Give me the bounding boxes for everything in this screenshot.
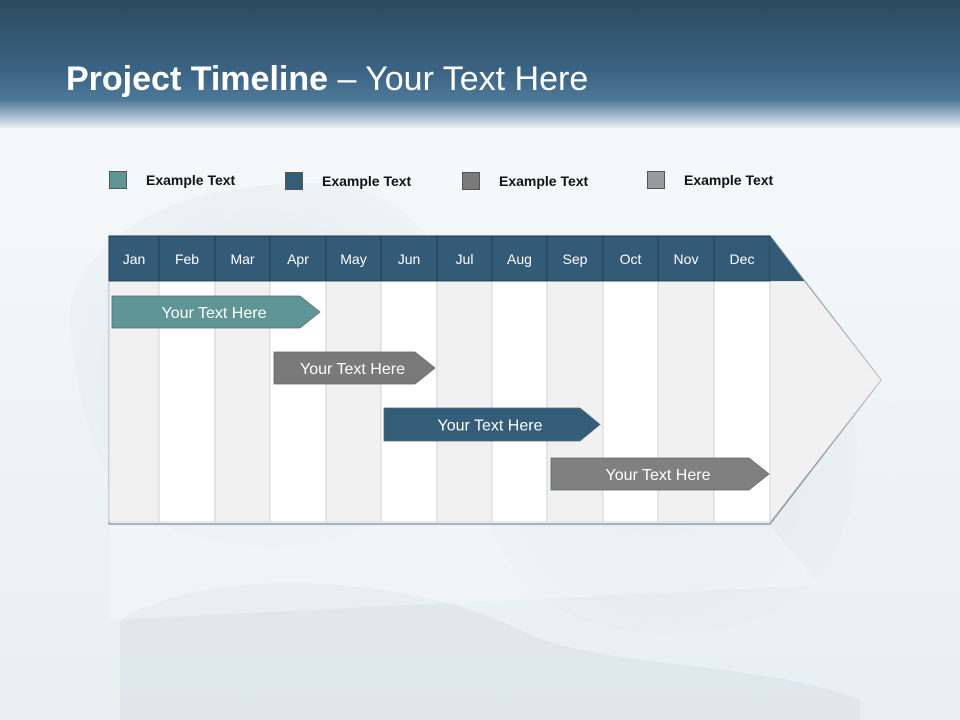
month-label-jan: Jan <box>123 251 146 267</box>
month-header-cell <box>269 235 327 282</box>
month-header-cell <box>158 235 216 282</box>
title-rest: – Your Text Here <box>328 60 589 98</box>
task-label-3: Your Text Here <box>438 418 543 435</box>
month-column-jun <box>380 280 438 523</box>
month-label-sep: Sep <box>563 251 588 267</box>
timeline-reflection <box>109 526 820 620</box>
month-label-jun: Jun <box>398 251 421 267</box>
month-header-cell <box>491 235 548 282</box>
month-header-cell <box>546 235 604 282</box>
month-label-mar: Mar <box>230 251 254 267</box>
month-column-may <box>325 280 382 523</box>
legend-label-3: Example Text <box>499 173 589 189</box>
task-bar-4 <box>550 457 770 491</box>
task-label-2: Your Text Here <box>300 361 405 378</box>
month-header-cell <box>436 235 493 282</box>
legend-swatch-3 <box>462 172 480 190</box>
task-bar-2 <box>273 351 436 385</box>
month-label-aug: Aug <box>507 251 532 267</box>
month-label-dec: Dec <box>730 251 755 267</box>
month-label-apr: Apr <box>287 251 309 267</box>
legend-swatch-4 <box>647 171 665 189</box>
task-label-4: Your Text Here <box>606 467 711 484</box>
month-column-jul <box>436 280 493 523</box>
month-label-may: May <box>340 251 366 267</box>
header-band <box>0 0 960 128</box>
header-band-tip <box>770 236 804 281</box>
legend-label-4: Example Text <box>684 172 774 188</box>
page-title: Project Timeline – Your Text Here <box>66 60 588 99</box>
legend-label-2: Example Text <box>322 173 412 189</box>
legend-label-1: Example Text <box>146 172 236 188</box>
legend-swatch-1 <box>109 171 127 189</box>
month-label-nov: Nov <box>674 251 699 267</box>
month-header-cell <box>214 235 271 282</box>
task-bar-3 <box>383 407 601 442</box>
month-header-cell <box>657 235 715 282</box>
month-header-cell <box>325 235 382 282</box>
task-label-1: Your Text Here <box>162 305 267 322</box>
month-label-feb: Feb <box>175 251 199 267</box>
month-label-oct: Oct <box>620 251 642 267</box>
month-label-jul: Jul <box>456 251 474 267</box>
task-bar-1 <box>111 295 321 329</box>
month-header-cell <box>713 235 771 282</box>
title-bold: Project Timeline <box>66 60 329 98</box>
month-column-aug <box>491 280 548 523</box>
month-header-cell <box>602 235 659 282</box>
arrow-tip-region <box>769 280 882 524</box>
month-header-cell <box>108 235 160 282</box>
legend-swatch-2 <box>285 172 303 190</box>
